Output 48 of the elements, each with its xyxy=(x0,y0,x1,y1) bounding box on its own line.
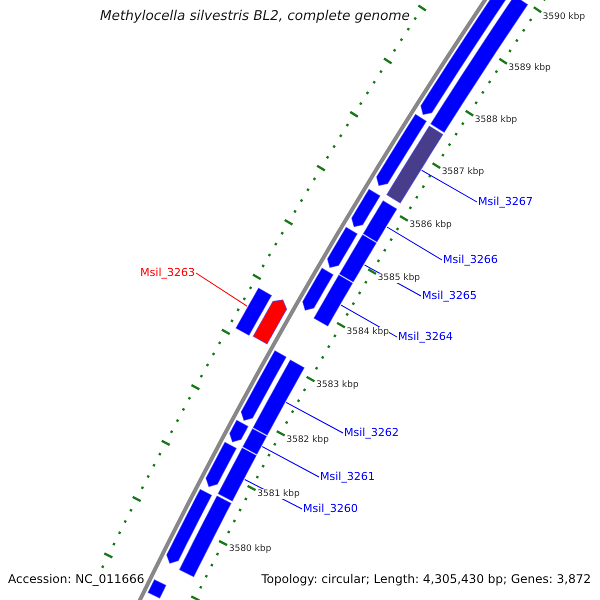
gene-feature xyxy=(206,442,237,488)
scale-label: 3584 kbp xyxy=(346,326,389,337)
leader-line xyxy=(286,402,344,434)
leader-line xyxy=(421,170,478,202)
gene-feature xyxy=(313,274,353,326)
scale-label: 3583 kbp xyxy=(316,380,359,391)
scale-label: 3586 kbp xyxy=(409,220,452,230)
gene-feature xyxy=(376,114,427,186)
accession-text: Accession: NC_011666 xyxy=(8,573,144,587)
gene-feature xyxy=(240,350,287,421)
gene-feature xyxy=(362,200,398,242)
gene-feature xyxy=(236,288,272,336)
leader-line xyxy=(386,226,442,260)
gene-feature xyxy=(229,420,249,442)
leader-line xyxy=(340,304,398,338)
gene-feature xyxy=(430,0,528,133)
gene-feature xyxy=(148,579,166,599)
leader-line xyxy=(262,446,320,478)
gene-feature xyxy=(218,448,257,502)
gene-feature xyxy=(252,299,288,344)
gene-label: Msil_3266 xyxy=(443,254,498,266)
gene-label: Msil_3264 xyxy=(398,330,453,344)
scale-label: 3588 kbp xyxy=(474,115,518,126)
gene-feature xyxy=(351,188,381,228)
scale-label: 3582 kbp xyxy=(286,434,329,445)
scale-label: 3580 kbp xyxy=(228,544,272,554)
gene-feature xyxy=(338,234,377,282)
scale-label: 3590 kbp xyxy=(542,12,586,22)
gene-feature xyxy=(386,126,444,204)
gene-feature xyxy=(252,360,305,436)
gene-feature xyxy=(420,0,508,115)
gene-feature xyxy=(242,428,267,455)
scale-label: 3587 kbp xyxy=(442,167,484,178)
gene-feature xyxy=(166,488,212,564)
gene-label: Msil_3265 xyxy=(422,290,477,302)
gene-label: Msil_3267 xyxy=(478,196,533,208)
gene-label: Msil_3263 xyxy=(140,266,195,280)
title: Methylocella silvestris BL2, complete genome xyxy=(100,9,410,25)
leader-line xyxy=(196,272,248,307)
gene-label: Msil_3261 xyxy=(320,470,375,484)
gene-feature xyxy=(302,268,334,311)
scale-label: 3585 kbp xyxy=(378,273,420,284)
scale-label: 3581 kbp xyxy=(257,489,300,500)
scale-label: 3589 kbp xyxy=(508,63,551,74)
genome-info-text: Topology: circular; Length: 4,305,430 bp; Genes: 3,872 xyxy=(261,573,591,587)
gene-feature xyxy=(327,226,358,268)
gene-label: Msil_3262 xyxy=(344,426,399,440)
gene-label: Msil_3260 xyxy=(303,502,358,516)
